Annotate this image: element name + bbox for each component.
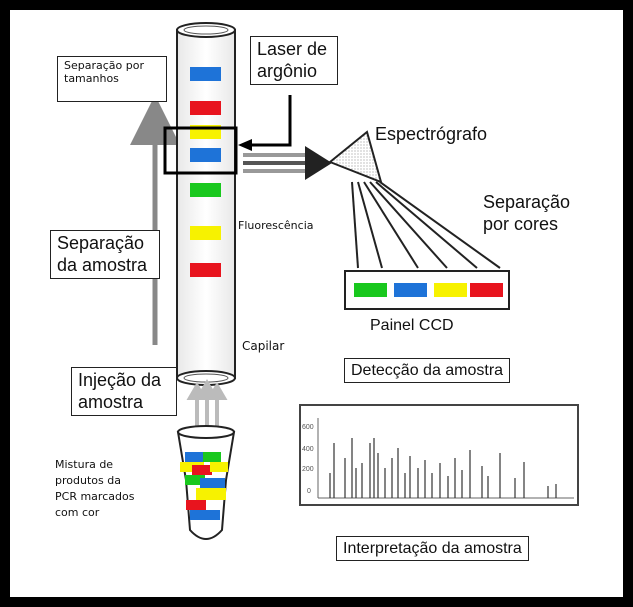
laser-label: Laser de argônio: [250, 36, 338, 86]
electropherogram: [299, 404, 579, 506]
laser-path: [248, 95, 292, 147]
sample-detection-label: Detecção da amostra: [344, 358, 511, 384]
color-separation-label: Separação por cores: [483, 192, 571, 234]
size-separation-label: Separação por tamanhos: [57, 56, 167, 102]
y-tick-label: 600: [302, 424, 314, 431]
sample-interpretation-label: Interpretação da amostra: [336, 536, 529, 562]
capillary-band-blue: [190, 148, 221, 162]
ccd-cell-blue: [394, 283, 427, 297]
fluorescence-arrow: [243, 146, 332, 180]
capillary-band-blue: [190, 67, 221, 81]
sample-separation-label: Separação da amostra: [50, 230, 160, 280]
ccd-cell-green: [354, 283, 387, 297]
dispersion-lines: [351, 181, 501, 269]
electropherogram-peaks: [329, 438, 557, 498]
capillary-band-green: [190, 183, 221, 197]
ccd-panel-label: Painel CCD: [370, 317, 454, 334]
detection-window: [163, 126, 238, 175]
capillary-band-red: [190, 263, 221, 277]
spectrograph-prism: [328, 130, 383, 184]
ccd-cell-yellow: [434, 283, 467, 297]
fluorescence-label: Fluorescência: [238, 219, 314, 232]
capillary-band-red: [190, 101, 221, 115]
capillary-tube: [176, 22, 236, 386]
y-tick-label: 200: [302, 466, 314, 473]
injection-arrows: [186, 379, 228, 432]
ccd-panel: [344, 270, 510, 310]
capillary-label: Capilar: [242, 339, 285, 353]
y-tick-label: 400: [302, 446, 314, 453]
spectrograph-label: Espectrógrafo: [375, 124, 488, 144]
laser-arrowhead: [238, 139, 252, 151]
pcr-mixture-label: Mistura de produtos da PCR marcados com …: [55, 458, 135, 519]
y-tick-label: 0: [307, 488, 311, 495]
sample-injection-label: Injeção da amostra: [71, 367, 177, 417]
capillary-bands: [190, 67, 221, 277]
capillary-band-yellow: [190, 226, 221, 240]
ccd-cell-red: [470, 283, 503, 297]
sample-tube: [176, 425, 236, 540]
